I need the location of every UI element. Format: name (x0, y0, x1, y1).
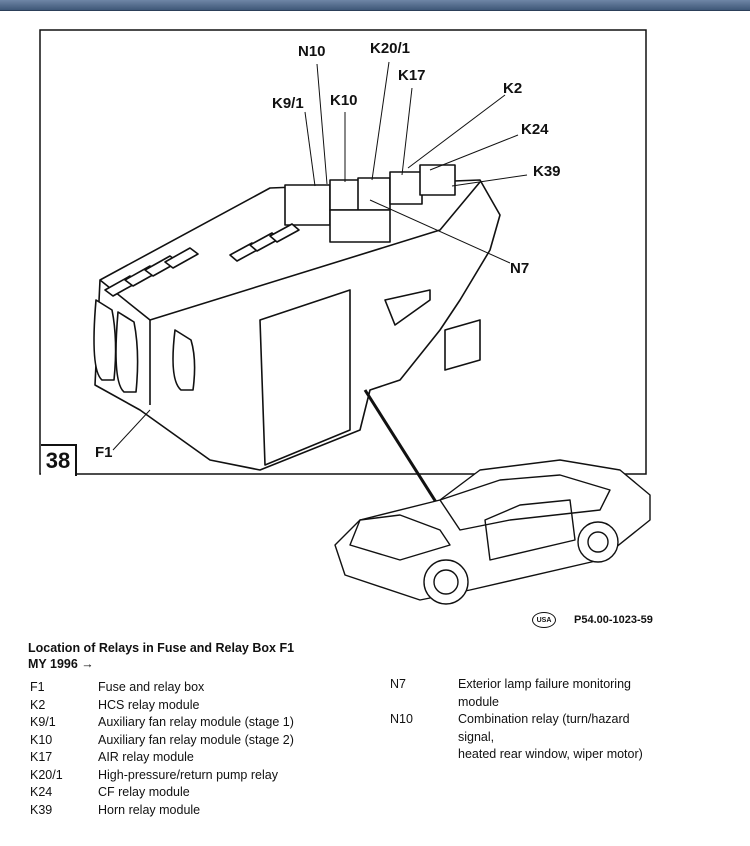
legend-desc: HCS relay module (98, 697, 200, 712)
legend-row: K20/1 High-pressure/return pump relay (30, 767, 294, 785)
legend-row: K9/1 Auxiliary fan relay module (stage 1) (30, 714, 294, 732)
legend-code: N7 (390, 677, 406, 691)
callout-k2: K2 (503, 80, 523, 97)
window-title-bar (0, 0, 750, 11)
callout-k20-1: K20/1 (370, 40, 411, 57)
legend-row: K10 Auxiliary fan relay module (stage 2) (30, 732, 294, 750)
legend-code: N10 (390, 712, 413, 726)
legend-row: K17 AIR relay module (30, 749, 294, 767)
legend-code: K9/1 (30, 715, 56, 729)
caption: Location of Relays in Fuse and Relay Box… (28, 640, 294, 672)
legend-desc: heated rear window, wiper motor) (458, 747, 643, 761)
legend-code: K10 (30, 732, 53, 747)
legend-desc: Fuse and relay box (98, 680, 205, 694)
callout-n10: N10 (298, 43, 326, 60)
legend-row: N7 Exterior lamp failure monitoring modul… (390, 676, 643, 711)
callout-k24: K24 (521, 121, 549, 138)
legend-code: F1 (30, 680, 45, 694)
figure-number: 38 (41, 444, 77, 476)
legend-code: K2 (30, 697, 46, 712)
legend-desc: Auxiliary fan relay module (stage 1) (98, 715, 294, 729)
legend-desc: module (458, 694, 499, 709)
usa-mark: USA (532, 612, 556, 628)
legend-desc: Combination relay (turn/hazard (458, 712, 630, 726)
legend-row: K39 Horn relay module (30, 802, 294, 820)
legend-desc: Horn relay module (98, 802, 201, 817)
figure-code: P54.00-1023-59 (574, 614, 653, 626)
legend-code: K17 (30, 750, 53, 764)
relay-box-drawing (39, 29, 651, 605)
relay-box-illustration: N10 K20/1 K17 K9/1 K10 K2 K24 K39 N7 F1 … (39, 29, 653, 628)
caption-title: Location of Relays in Fuse and Relay Box… (28, 641, 295, 655)
legend-row: F1 Fuse and relay box (30, 679, 294, 697)
legend-right: N7 Exterior lamp failure monitoring modul… (390, 676, 643, 764)
legend-row: K24 CF relay module (30, 784, 294, 802)
callout-k17: K17 (398, 67, 426, 84)
legend-code: K39 (30, 802, 53, 817)
callout-n7: N7 (510, 260, 530, 277)
legend-code: K20/1 (30, 767, 63, 782)
legend-desc: High-pressure/return pump relay (98, 767, 278, 782)
legend-row: K2 HCS relay module (30, 697, 294, 715)
legend-desc: AIR relay module (98, 750, 194, 764)
callout-k10: K10 (330, 92, 358, 109)
legend-desc: signal, (458, 729, 495, 744)
legend-desc: CF relay module (98, 785, 190, 799)
legend-code: K24 (30, 785, 53, 799)
callout-f1: F1 (95, 444, 113, 461)
caption-subtitle: MY 1996 → (28, 657, 94, 671)
legend-desc: Exterior lamp failure monitoring (458, 677, 631, 691)
legend-desc: Auxiliary fan relay module (stage 2) (98, 732, 294, 747)
callout-k39: K39 (533, 163, 561, 180)
legend-row: N10 Combination relay (turn/hazard signal… (390, 711, 643, 764)
callout-k9-1: K9/1 (272, 95, 304, 112)
